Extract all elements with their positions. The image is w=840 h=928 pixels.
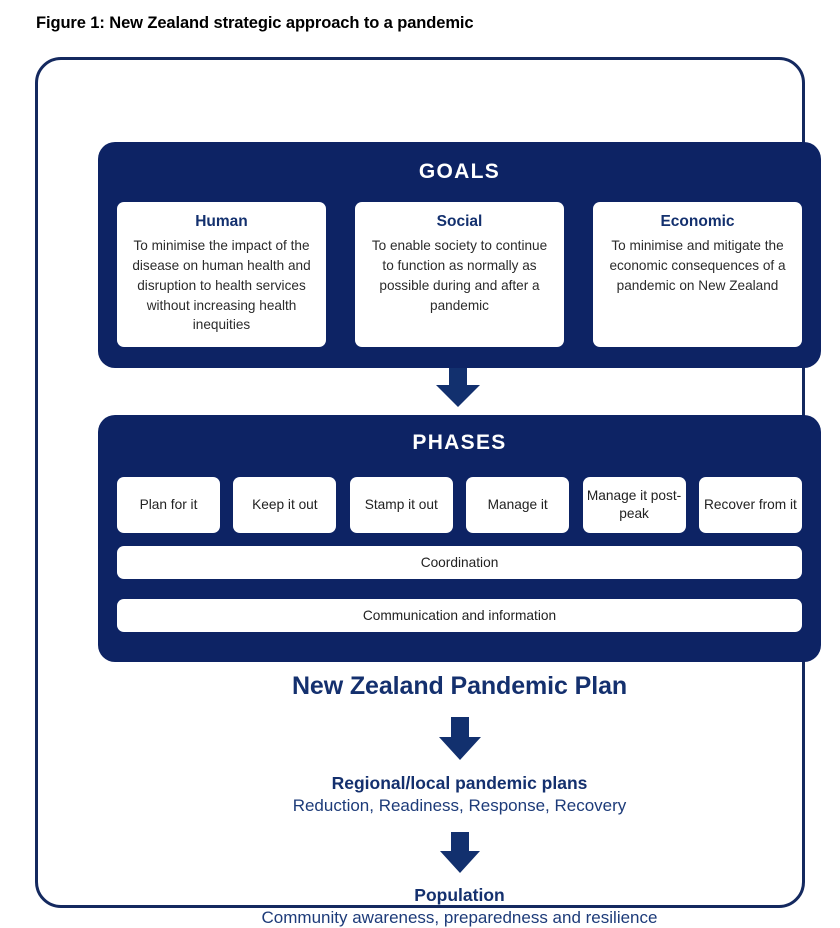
goals-panel: GOALS Human To minimise the impact of th… <box>98 142 821 368</box>
goal-text: To minimise the impact of the disease on… <box>132 238 311 333</box>
phase-card-stamp-it-out: Stamp it out <box>349 477 453 533</box>
down-arrow-icon <box>98 717 821 761</box>
cascade-node-regional: Regional/local pandemic plans Reduction,… <box>98 773 821 816</box>
phase-bar-communication: Communication and information <box>117 599 802 632</box>
pandemic-plan-title: New Zealand Pandemic Plan <box>291 672 628 700</box>
down-arrow-icon <box>434 368 482 408</box>
phase-card-manage-it-post-peak: Manage it post-peak <box>582 477 686 533</box>
plan-cascade: New Zealand Pandemic Plan Regional/local… <box>98 672 821 928</box>
phases-card-row: Plan for it Keep it out Stamp it out Man… <box>117 477 802 533</box>
node-title: Regional/local pandemic plans <box>331 773 588 793</box>
node-subtitle: Community awareness, preparedness and re… <box>261 908 658 927</box>
goal-text: To minimise and mitigate the economic co… <box>609 238 786 293</box>
phase-card-plan-for-it: Plan for it <box>117 477 220 533</box>
goals-card-row: Human To minimise the impact of the dise… <box>117 202 802 348</box>
node-subtitle: Reduction, Readiness, Response, Recovery <box>292 796 627 815</box>
goal-card-social: Social To enable society to continue to … <box>355 202 564 348</box>
down-arrow-icon <box>98 832 821 874</box>
goal-card-economic: Economic To minimise and mitigate the ec… <box>593 202 802 348</box>
goals-heading: GOALS <box>418 160 501 183</box>
diagram-frame: GOALS Human To minimise the impact of th… <box>35 57 821 927</box>
goal-title: Social <box>436 213 483 230</box>
phase-card-keep-it-out: Keep it out <box>233 477 337 533</box>
cascade-node-population: Population Community awareness, prepared… <box>98 885 821 928</box>
phases-panel: PHASES Plan for it Keep it out Stamp it … <box>98 415 821 662</box>
figure-caption: Figure 1: New Zealand strategic approach… <box>36 14 474 32</box>
phase-card-recover-from-it: Recover from it <box>698 477 802 533</box>
goal-title: Economic <box>660 213 735 230</box>
goal-card-human: Human To minimise the impact of the dise… <box>117 202 326 348</box>
phases-heading: PHASES <box>412 431 507 454</box>
goal-text: To enable society to continue to functio… <box>371 238 548 313</box>
phase-bar-coordination: Coordination <box>117 546 802 579</box>
goal-title: Human <box>195 213 248 230</box>
phase-card-manage-it: Manage it <box>466 477 570 533</box>
node-title: Population <box>414 885 505 905</box>
